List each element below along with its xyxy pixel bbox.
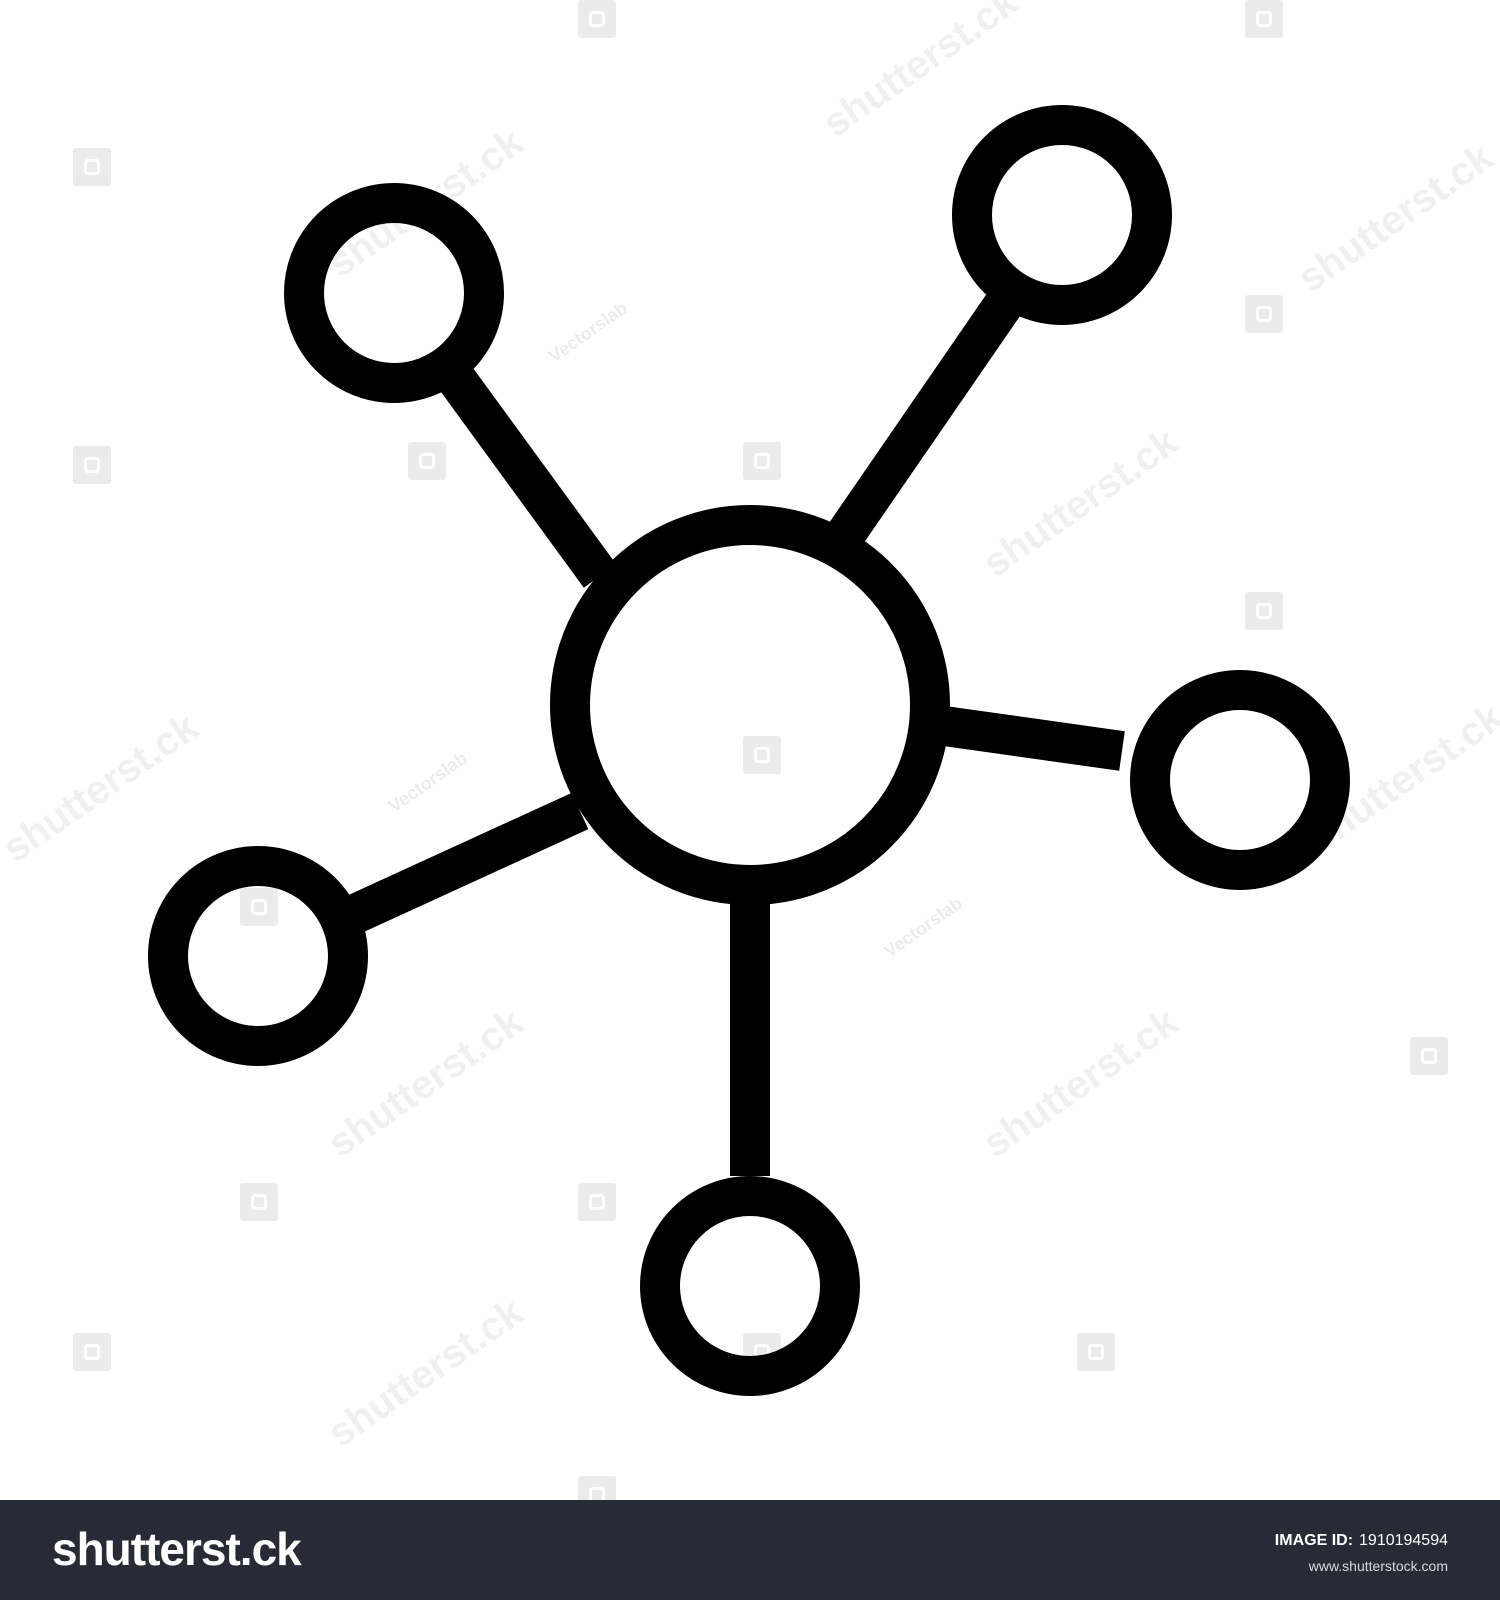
brand-logo: shutterst.ck bbox=[52, 1523, 302, 1575]
satellite-node bbox=[640, 1176, 860, 1396]
stock-footer-bar: shutterst.ck IMAGE ID: 1910194594 www.shu… bbox=[0, 1500, 1500, 1600]
connector-line bbox=[333, 792, 589, 939]
satellite-node bbox=[284, 183, 504, 403]
image-id: IMAGE ID: 1910194594 bbox=[1275, 1532, 1448, 1550]
satellite-node bbox=[1130, 670, 1350, 890]
image-id-value: 1910194594 bbox=[1359, 1532, 1448, 1549]
connector-line bbox=[440, 368, 617, 588]
satellite-node bbox=[148, 846, 368, 1066]
hub-node bbox=[550, 505, 950, 905]
connector-line bbox=[828, 292, 1021, 547]
satellite-node bbox=[952, 105, 1172, 325]
image-canvas: shutterst.ck shutterst.ck shutterst.ck s… bbox=[0, 0, 1500, 1500]
image-id-label: IMAGE ID: bbox=[1274, 1532, 1354, 1549]
site-url: www.shutterstock.com bbox=[1308, 1558, 1448, 1574]
network-hub-icon bbox=[148, 105, 1350, 1396]
connector-line bbox=[927, 704, 1125, 771]
